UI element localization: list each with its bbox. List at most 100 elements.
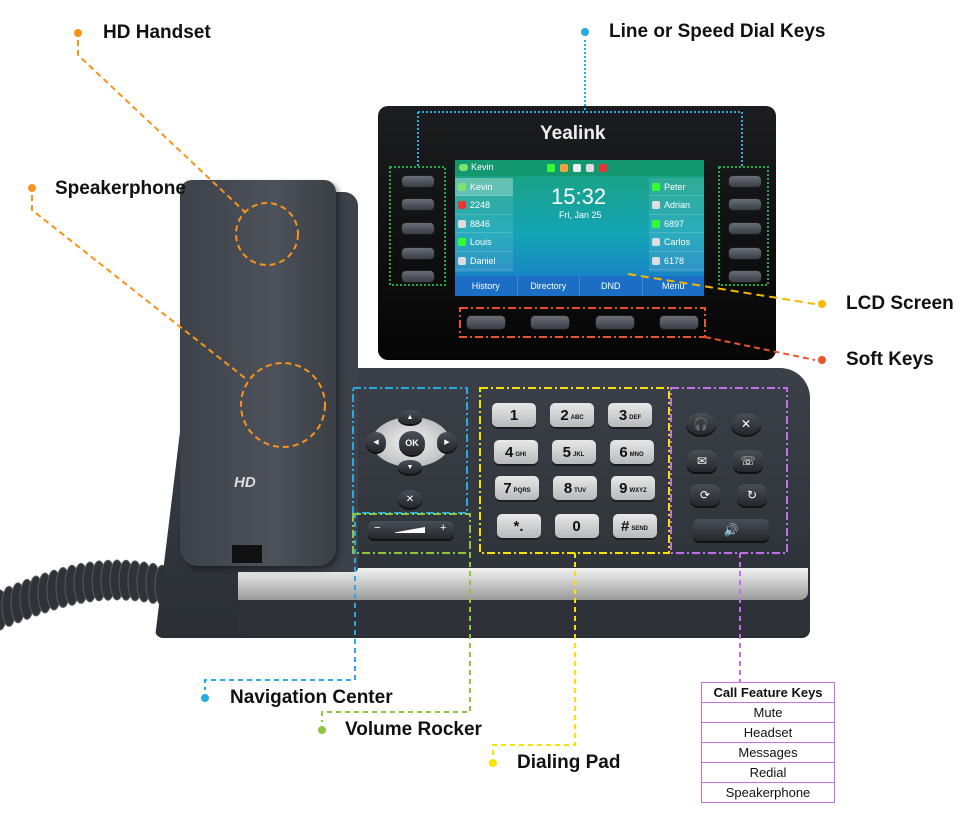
keypad-key[interactable]: *. bbox=[496, 514, 541, 538]
soft-key-2[interactable] bbox=[530, 315, 570, 330]
key-letters: DEF bbox=[629, 414, 642, 421]
soft-key-1[interactable] bbox=[466, 315, 506, 330]
screen-softkey-label[interactable]: DND bbox=[579, 276, 642, 296]
screen-time: 15:32 bbox=[551, 184, 607, 209]
brand-logo: Yealink bbox=[540, 123, 606, 144]
line-key-left-5[interactable] bbox=[401, 270, 435, 283]
screen-line-item[interactable]: Carlos bbox=[649, 234, 704, 252]
navigation-label: Navigation Center bbox=[230, 687, 393, 708]
keypad-key[interactable]: 1 bbox=[492, 403, 536, 427]
keypad-key[interactable]: 0 bbox=[554, 514, 599, 538]
screen-softkey-label[interactable]: Menu bbox=[641, 276, 705, 296]
line-key-left-4[interactable] bbox=[401, 247, 435, 260]
redial-icon[interactable]: ↻ bbox=[737, 484, 767, 506]
line-status-icon bbox=[652, 201, 660, 209]
key-letters: GHI bbox=[515, 451, 526, 458]
soft-key-3[interactable] bbox=[595, 315, 635, 330]
lcd-leader bbox=[627, 273, 816, 305]
screen-account: Kevin bbox=[471, 162, 494, 172]
key-digit: 9 bbox=[619, 479, 628, 497]
cancel-button[interactable]: ✕ bbox=[398, 490, 422, 508]
ok-button[interactable]: OK bbox=[399, 431, 425, 455]
nav-up-button[interactable]: ▲ bbox=[398, 410, 422, 424]
line-key-left-2[interactable] bbox=[401, 198, 435, 211]
hd-handset-dot bbox=[74, 29, 82, 37]
line-key-right-4[interactable] bbox=[728, 247, 762, 260]
screen-line-item[interactable]: 6897 bbox=[649, 215, 704, 233]
hold-icon[interactable]: ⟳ bbox=[690, 484, 720, 506]
dialing-pad-label: Dialing Pad bbox=[517, 752, 621, 773]
key-digit: 5 bbox=[562, 443, 571, 461]
line-status-icon bbox=[458, 219, 466, 228]
line-status-icon bbox=[652, 182, 660, 191]
line-label: Adrian bbox=[664, 200, 691, 210]
volume-bar-icon bbox=[395, 527, 425, 533]
screen-date: Fri, Jan 25 bbox=[559, 210, 602, 220]
line-key-left-3[interactable] bbox=[401, 222, 435, 235]
line-key-right-2[interactable] bbox=[728, 198, 762, 211]
screen-line-item[interactable]: Peter bbox=[649, 178, 704, 196]
handset-hd-logo: HD bbox=[234, 474, 256, 491]
lcd-screen-dot bbox=[818, 300, 826, 308]
screen-softkey-label[interactable]: History bbox=[471, 281, 500, 291]
key-letters: MNO bbox=[629, 451, 644, 458]
hd-handset-circle bbox=[235, 202, 299, 266]
nav-box bbox=[352, 387, 468, 514]
keypad-key[interactable]: #SEND bbox=[612, 514, 657, 538]
soft-keys-box bbox=[459, 307, 706, 338]
line-label: 6178 bbox=[664, 255, 685, 266]
line-status-icon bbox=[652, 219, 660, 228]
soft-keys-label: Soft Keys bbox=[846, 349, 934, 370]
screen-line-item[interactable]: Daniel bbox=[455, 252, 513, 270]
feature-item: Speakerphone bbox=[701, 782, 835, 803]
screen-line-item[interactable]: 6178 bbox=[649, 252, 704, 270]
screen-line-item[interactable]: 8846 bbox=[455, 215, 513, 233]
screen-line-item[interactable]: 2248 bbox=[455, 197, 513, 215]
screen-line-item[interactable]: Adrian bbox=[649, 197, 704, 215]
speaker-icon[interactable]: 🔊 bbox=[693, 519, 769, 541]
headset-icon[interactable]: 🎧 bbox=[686, 413, 716, 435]
line-key-left-1[interactable] bbox=[401, 175, 435, 188]
speakerphone-dot bbox=[28, 184, 36, 192]
speakerphone-leader bbox=[31, 195, 246, 379]
line-label: 8846 bbox=[470, 218, 491, 229]
hd-handset-label: HD Handset bbox=[103, 22, 211, 43]
nav-left-button[interactable]: ◀ bbox=[366, 432, 386, 452]
transfer-icon[interactable]: ☏ bbox=[733, 450, 763, 472]
mute-icon[interactable]: ✕ bbox=[731, 413, 761, 435]
status-icons bbox=[547, 164, 607, 172]
line-status-icon bbox=[458, 256, 466, 265]
handset bbox=[180, 180, 336, 566]
line-key-right-3[interactable] bbox=[728, 222, 762, 235]
volume-up[interactable]: + bbox=[440, 522, 447, 534]
line-key-right-5[interactable] bbox=[728, 270, 762, 283]
feature-item: Mute bbox=[701, 702, 835, 723]
right-line-keys-box bbox=[718, 166, 769, 286]
lcd-screen-label: LCD Screen bbox=[846, 293, 954, 314]
screen-softkey-label[interactable]: Directory bbox=[516, 276, 580, 296]
nav-down-button[interactable]: ▼ bbox=[398, 460, 422, 474]
message-icon[interactable]: ✉ bbox=[687, 450, 717, 472]
feature-keys-box bbox=[670, 387, 788, 554]
nav-right-button[interactable]: ▶ bbox=[437, 432, 457, 452]
line-status-icon bbox=[652, 256, 660, 265]
screen-line-item[interactable]: Louis bbox=[455, 234, 513, 252]
soft-key-4[interactable] bbox=[659, 315, 699, 330]
volume-down[interactable]: − bbox=[374, 522, 381, 534]
volume-rocker[interactable]: − + bbox=[368, 521, 454, 539]
screen-line-item[interactable]: Kevin bbox=[455, 178, 513, 196]
line-key-right-1[interactable] bbox=[728, 175, 762, 188]
line-status-icon bbox=[458, 182, 466, 191]
